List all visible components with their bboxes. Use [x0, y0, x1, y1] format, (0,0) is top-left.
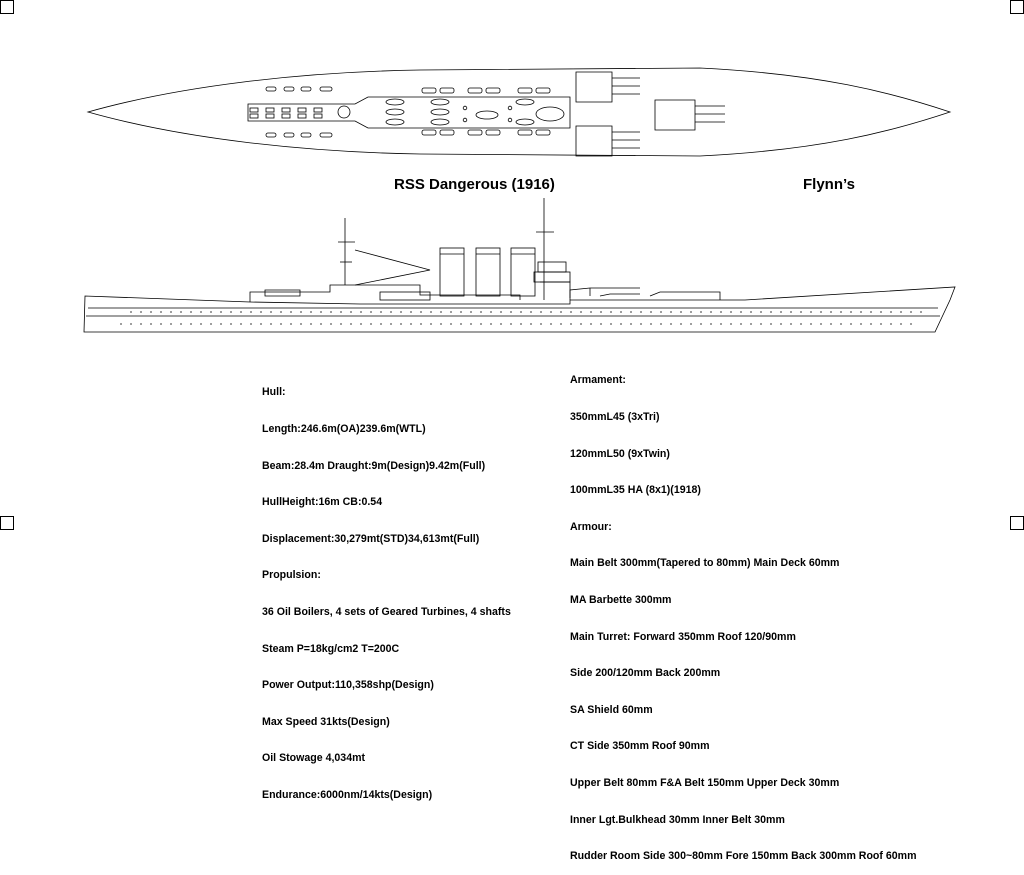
hull-spec-line: Power Output:110,358shp(Design)	[262, 679, 434, 692]
hull-spec-line: Propulsion:	[262, 569, 321, 582]
hull-spec-line: Length:246.6m(OA)239.6m(WTL)	[262, 423, 426, 435]
hull-spec-line: Displacement:30,279mt(STD)34,613mt(Full)	[262, 532, 480, 545]
deck-view-funnels	[385, 98, 565, 126]
corner-mark-bottom-right	[1010, 516, 1024, 530]
side-view	[83, 198, 956, 333]
hull-spec-line: 36 Oil Boilers, 4 sets of Geared Turbine…	[262, 605, 511, 618]
side-view-hull	[83, 286, 956, 333]
hull-spec-line: Max Speed 31kts(Design)	[262, 715, 390, 728]
hull-spec-line: Oil Stowage 4,034mt	[262, 752, 366, 765]
corner-mark-top-left	[0, 0, 14, 14]
armament-spec-line: 120mmL50 (9xTwin)	[570, 447, 670, 460]
side-view-turrets	[264, 287, 721, 300]
armament-spec-line: Main Turret: Forward 350mm Roof 120/90mm	[570, 630, 796, 643]
side-view-funnels	[439, 247, 536, 297]
hull-spec-line: Beam:28.4m Draught:9m(Design)9.42m(Full)	[262, 459, 486, 472]
side-view-deckhouse	[379, 291, 431, 301]
armament-spec-line: Rudder Room Side 300~80mm Fore 150mm Bac…	[570, 850, 917, 863]
deck-view	[86, 67, 952, 157]
ship-drawing	[83, 67, 956, 333]
ship-name-title: RSS Dangerous (1916)	[394, 176, 555, 193]
corner-mark-bottom-left	[0, 516, 14, 530]
armament-specs-block: Armament: 350mmL45 (3xTri) 120mmL50 (9xT…	[570, 350, 917, 875]
armament-spec-line: CT Side 350mm Roof 90mm	[570, 740, 710, 753]
armament-spec-line: Upper Belt 80mm F&A Belt 150mm Upper Dec…	[570, 776, 840, 789]
deck-view-secondary-mounts	[249, 105, 351, 119]
armament-spec-line: 350mmL45 (3xTri)	[570, 411, 660, 423]
armament-spec-line: Side 200/120mm Back 200mm	[570, 667, 721, 680]
armament-spec-line: Armament:	[570, 374, 626, 387]
side-view-superstructure	[249, 284, 521, 302]
armament-spec-line: Armour:	[570, 520, 612, 533]
author-signature: Flynn’s	[803, 176, 855, 193]
deck-view-main-turrets	[575, 71, 725, 157]
hull-specs-block: Hull: Length:246.6m(OA)239.6m(WTL) Beam:…	[262, 362, 511, 813]
deck-view-boats	[265, 86, 551, 138]
armament-spec-line: Main Belt 300mm(Tapered to 80mm) Main De…	[570, 557, 840, 570]
hull-spec-line: HullHeight:16m CB:0.54	[262, 496, 383, 509]
hull-spec-line: Steam P=18kg/cm2 T=200C	[262, 642, 400, 655]
armament-spec-line: SA Shield 60mm	[570, 703, 653, 716]
armament-spec-line: MA Barbette 300mm	[570, 593, 672, 606]
deck-view-hull-outline	[86, 67, 952, 157]
armament-spec-line: Inner Lgt.Bulkhead 30mm Inner Belt 30mm	[570, 813, 785, 826]
armament-spec-line: 100mmL35 HA (8x1)(1918)	[570, 484, 701, 497]
hull-spec-line: Hull:	[262, 386, 286, 399]
hull-spec-line: Endurance:6000nm/14kts(Design)	[262, 788, 433, 801]
side-view-portholes	[120, 311, 930, 325]
deck-view-superstructure	[247, 96, 571, 129]
